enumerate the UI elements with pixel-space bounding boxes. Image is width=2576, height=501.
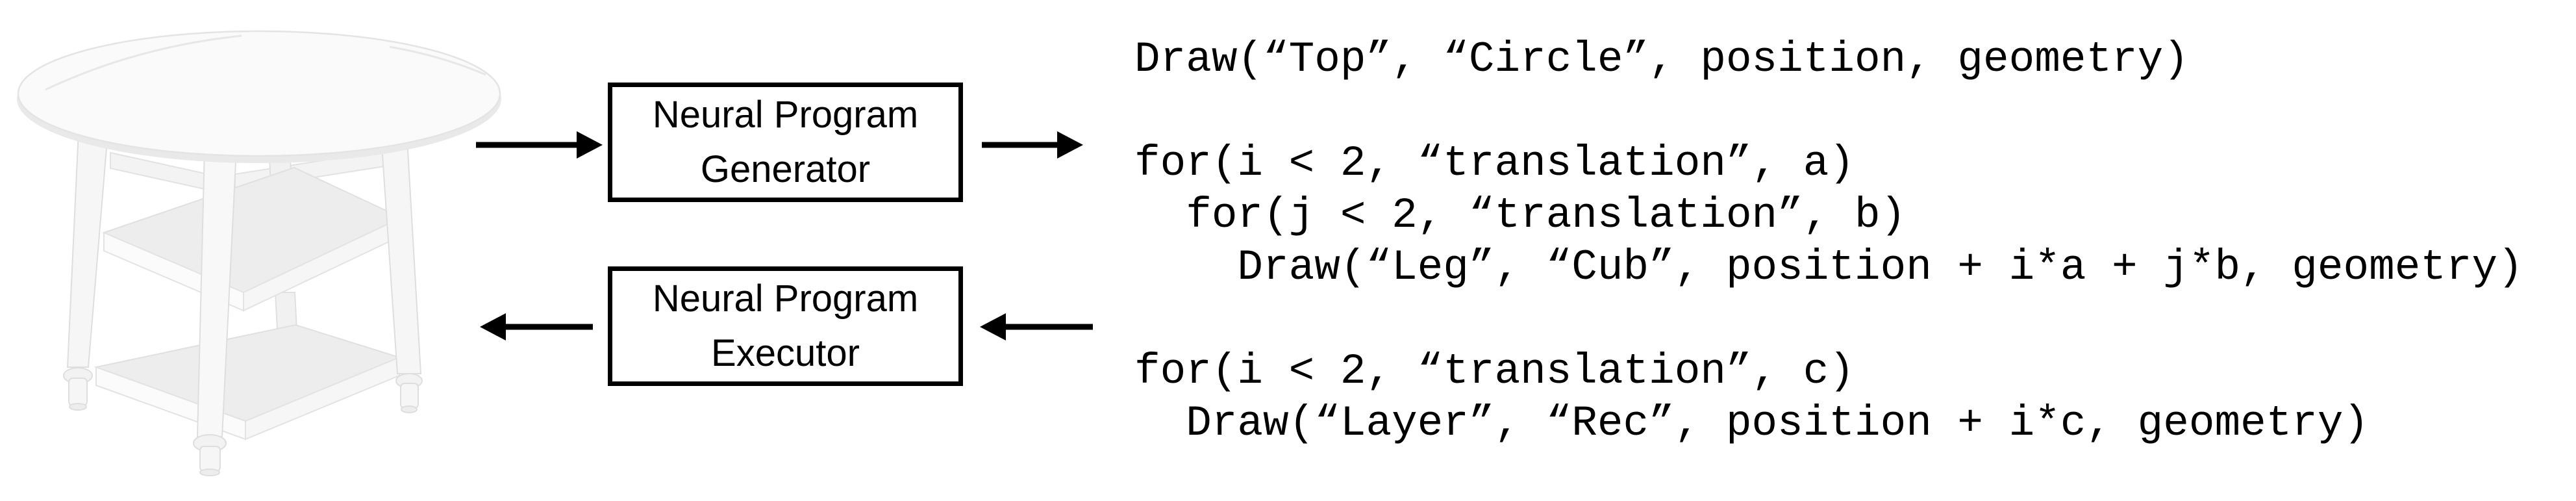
code-line: for(i < 2, “translation”, c) xyxy=(1134,347,1855,396)
executor-label-line2: Executor xyxy=(711,332,860,374)
code-line xyxy=(1134,86,2523,138)
arrow-executor-to-table-icon xyxy=(480,313,593,340)
table-photo xyxy=(17,30,501,476)
program-code: Draw(“Top”, “Circle”, position, geometry… xyxy=(1134,34,2523,450)
neural-program-generator-box: Neural Program Generator xyxy=(608,83,963,202)
code-line: Draw(“Top”, “Circle”, position, geometry… xyxy=(1134,35,2189,84)
code-line xyxy=(1134,294,2523,346)
drop-leaf-seam-right xyxy=(389,45,486,76)
neural-program-executor-box: Neural Program Executor xyxy=(608,266,963,386)
arrow-table-to-generator-icon xyxy=(476,131,603,159)
drop-leaf-seam-left xyxy=(45,34,242,91)
code-line: Draw(“Layer”, “Rec”, position + i*c, geo… xyxy=(1134,399,2370,448)
arrow-generator-to-code-icon xyxy=(982,131,1083,159)
table-top xyxy=(17,30,501,163)
generator-label-line1: Neural Program xyxy=(652,94,919,136)
executor-label-line1: Neural Program xyxy=(652,277,919,320)
code-line: for(i < 2, “translation”, a) xyxy=(1134,139,1855,188)
generator-label-line2: Generator xyxy=(700,148,871,190)
code-line: Draw(“Leg”, “Cub”, position + i*a + j*b,… xyxy=(1134,243,2523,292)
arrow-code-to-executor-icon xyxy=(980,313,1093,340)
table-left-leg xyxy=(63,116,110,411)
code-line: for(j < 2, “translation”, b) xyxy=(1134,191,1907,240)
